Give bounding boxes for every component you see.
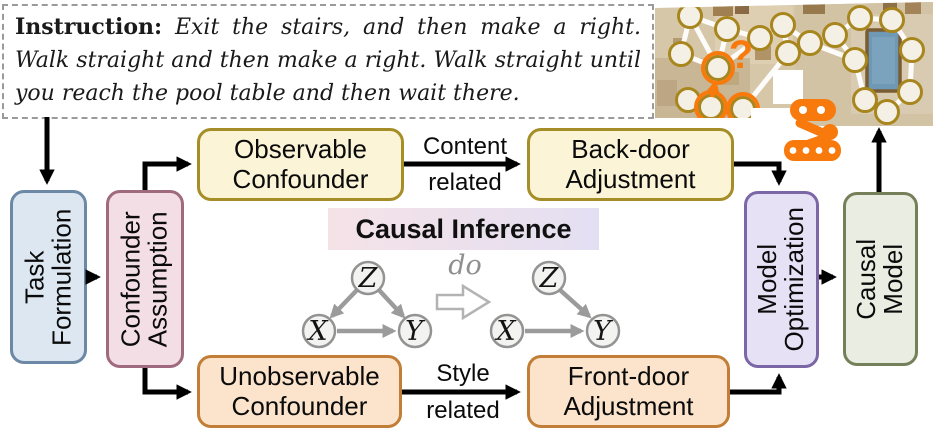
- task-formulation-box: Task Formulation: [10, 190, 87, 364]
- instruction-label: Instruction:: [15, 14, 163, 40]
- front-door-adjustment-box: Front-door Adjustment: [527, 355, 730, 428]
- do-operator-label: do: [448, 250, 482, 281]
- nav-graph-edges: [678, 13, 915, 115]
- observable-confounder-box: Observable Confounder: [197, 128, 404, 201]
- nav-graph-nodes: [668, 3, 925, 125]
- confounder-assumption-label: Confounder Assumption: [115, 211, 174, 347]
- confounder-assumption-box: Confounder Assumption: [106, 190, 184, 368]
- instruction-box: Instruction: Exit the stairs, and then m…: [2, 4, 654, 119]
- front-door-adjustment-label: Front-door Adjustment: [563, 361, 694, 421]
- node-x-after: X: [494, 316, 517, 347]
- back-door-adjustment-label: Back-door Adjustment: [565, 134, 696, 194]
- unobservable-confounder-box: Unobservable Confounder: [197, 355, 402, 428]
- node-z-after: Z: [539, 263, 560, 294]
- style-related-label: related: [426, 397, 500, 424]
- node-x-before: X: [306, 316, 329, 347]
- causal-graph-after: Z X Y: [489, 260, 621, 349]
- model-optimization-box: Model Optimization: [744, 191, 819, 368]
- unobservable-confounder-label: Unobservable Confounder: [219, 361, 380, 421]
- observable-confounder-label: Observable Confounder: [232, 134, 369, 194]
- causal-model-label: Causal Model: [851, 238, 909, 320]
- pool-table: [865, 28, 902, 93]
- task-formulation-label: Task Formulation: [19, 208, 77, 346]
- do-block-arrow: [435, 283, 492, 321]
- node-z-before: Z: [358, 263, 379, 294]
- robot-icon: [784, 99, 841, 161]
- content-related-label: related: [428, 169, 502, 196]
- floorplan-texture: [655, 2, 933, 126]
- node-y-after: Y: [593, 316, 613, 347]
- highlighted-path: [694, 51, 760, 126]
- back-door-adjustment-box: Back-door Adjustment: [527, 128, 734, 201]
- instruction-text: Exit the stairs, and then make a right. …: [15, 15, 641, 106]
- causal-inference-title: Causal Inference: [328, 208, 599, 250]
- model-optimization-label: Model Optimization: [752, 207, 810, 352]
- question-mark: ?: [729, 33, 753, 77]
- causal-model-box: Causal Model: [843, 192, 918, 366]
- causal-graph-before: Z X Y: [301, 260, 433, 349]
- style-label: Style: [436, 360, 490, 387]
- content-label: Content: [422, 133, 508, 160]
- node-y-before: Y: [405, 316, 425, 347]
